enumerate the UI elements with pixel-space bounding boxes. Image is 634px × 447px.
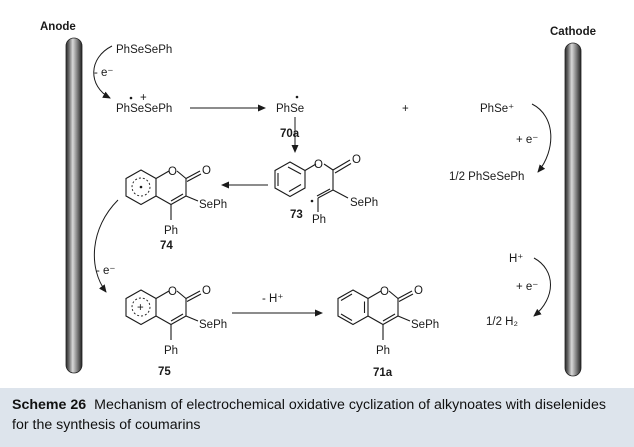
reaction-scheme: Anode Cathode PhSeSePh - e⁻ PhSeSePh + P…: [40, 21, 596, 379]
anode-reactant: PhSeSePh: [116, 44, 172, 56]
compound-74-carbonyl-o: O: [202, 165, 211, 177]
compound-73-structure: [274, 159, 352, 212]
compound-73-seph: SePh: [350, 197, 378, 209]
anode-oxidation-arrow: [93, 45, 113, 99]
compound-73-ester-o: O: [314, 159, 323, 171]
label-70a: 70a: [280, 128, 300, 140]
cathode-reduction-arrow-1: [531, 103, 552, 173]
compound-75-ring-o: O: [168, 286, 177, 298]
radical-cation: PhSeSePh: [116, 103, 172, 115]
cathode-electron-1: + e⁻: [516, 134, 538, 146]
compound-74-label: 74: [160, 240, 173, 252]
compound-73-label: 73: [290, 209, 303, 221]
compound-75-charge: +: [137, 302, 144, 314]
compound-71a-label: 71a: [373, 367, 393, 379]
compound-73-radical-dot: [310, 199, 314, 203]
compound-74-ph: Ph: [164, 225, 178, 237]
anode-electron-loss: - e⁻: [94, 67, 114, 79]
compound-75-carbonyl-o: O: [202, 285, 211, 297]
caption-label: Scheme 26: [12, 397, 87, 413]
compound-73-carbonyl-o: O: [352, 154, 361, 166]
compound-75-structure: [125, 289, 202, 340]
cathode-label: Cathode: [550, 26, 596, 38]
compound-74-structure: [125, 169, 202, 220]
compound-71a-carbonyl-o: O: [414, 285, 423, 297]
compound-75-label: 75: [158, 366, 171, 378]
compound-74-radical-dot: [139, 185, 143, 189]
compound-75-ph: Ph: [164, 345, 178, 357]
cathode-reactant-1: PhSe⁺: [480, 103, 514, 115]
cathode-product-2: 1/2 H₂: [486, 316, 518, 328]
phse-radical: PhSe: [276, 103, 304, 115]
cathode-product-1: 1/2 PhSeSePh: [449, 171, 524, 183]
cathode-electron-2: + e⁻: [516, 281, 538, 293]
compound-71a-ph: Ph: [376, 345, 390, 357]
oxidation-electron-loss: - e⁻: [96, 265, 116, 277]
phse-radical-dot: [295, 95, 299, 99]
oxidation-arrow-74-75: [93, 199, 119, 293]
deprotonation-label: - H⁺: [262, 293, 283, 305]
compound-74-dashed-ring: [131, 177, 151, 197]
anode-electrode: [65, 37, 83, 374]
cation-plus: +: [140, 92, 147, 104]
compound-71a-ring-o: O: [380, 286, 389, 298]
compound-75-dashed-ring: [131, 297, 151, 317]
compound-73-ph: Ph: [312, 214, 326, 226]
caption-text: Mechanism of electrochemical oxidative c…: [12, 397, 606, 433]
anode-label: Anode: [40, 21, 76, 33]
radical-dot: [129, 96, 133, 100]
plus-sign: +: [402, 103, 409, 115]
cathode-electrode: [564, 42, 582, 377]
compound-71a-seph: SePh: [411, 319, 439, 331]
cathode-reactant-2: H⁺: [509, 253, 523, 265]
compound-71a-structure: [337, 289, 414, 340]
compound-75-seph: SePh: [199, 319, 227, 331]
compound-74-seph: SePh: [199, 199, 227, 211]
compound-74-ring-o: O: [168, 166, 177, 178]
cathode-reduction-arrow-2: [533, 257, 551, 317]
